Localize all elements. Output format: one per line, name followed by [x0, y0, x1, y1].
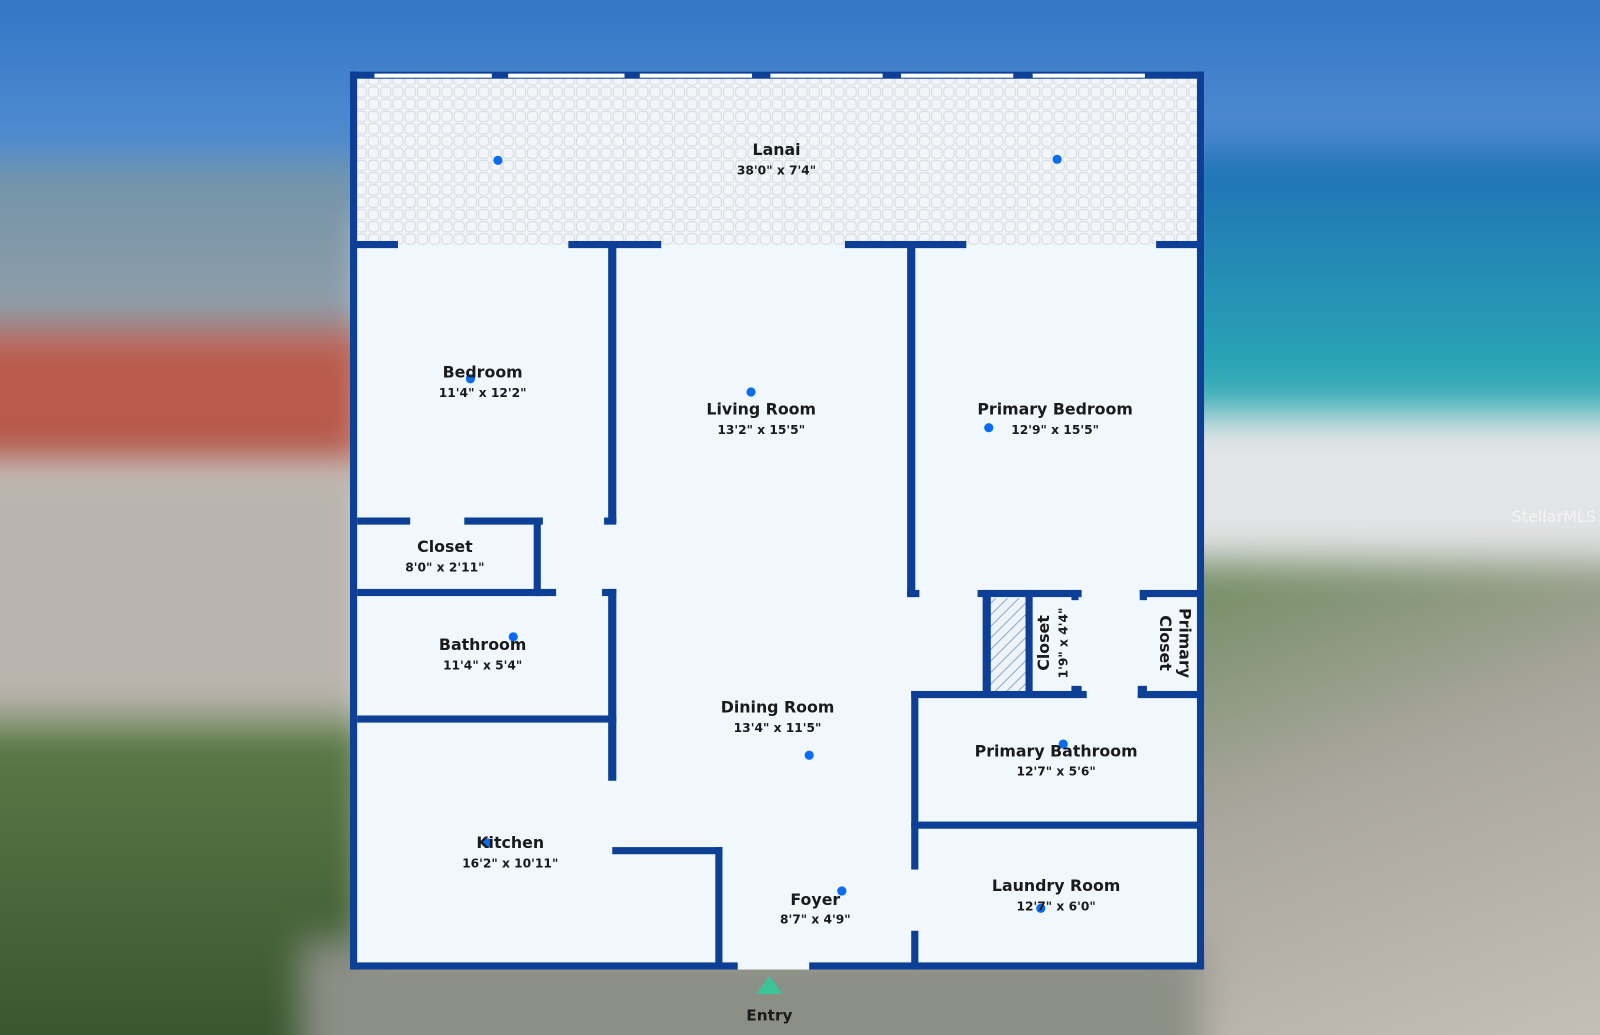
svg-text:12'7" x 6'0": 12'7" x 6'0" [1017, 899, 1096, 913]
room-label-primary-bathroom: Primary Bathroom 12'7" x 5'6" [975, 741, 1138, 778]
svg-text:Primary Bedroom: Primary Bedroom [977, 399, 1133, 418]
svg-text:1'9" x 4'4": 1'9" x 4'4" [1056, 608, 1070, 679]
room-markers [465, 154, 1068, 913]
svg-text:Closet: Closet [417, 537, 473, 556]
svg-text:12'9" x 15'5": 12'9" x 15'5" [1011, 423, 1099, 437]
room-label-closet: Closet 8'0" x 2'11" [405, 537, 484, 574]
room-label-laundry-room: Laundry Room 12'7" x 6'0" [992, 876, 1120, 913]
lanai-floor [357, 78, 1197, 246]
room-label-living-room: Living Room 13'2" x 15'5" [706, 399, 816, 436]
svg-text:Primary: Primary [1176, 608, 1195, 679]
svg-text:Closet: Closet [1156, 615, 1175, 671]
hatched-area [989, 598, 1026, 695]
room-label-dining-room: Dining Room 13'4" x 11'5" [721, 697, 835, 734]
svg-text:11'4" x 5'4": 11'4" x 5'4" [443, 659, 522, 673]
svg-text:8'7" x 4'9": 8'7" x 4'9" [780, 913, 851, 927]
room-label-bedroom: Bedroom 11'4" x 12'2" [439, 363, 527, 400]
watermark: StellarMLS [1511, 507, 1596, 526]
svg-text:Dining Room: Dining Room [721, 697, 835, 716]
svg-text:16'2" x 10'11": 16'2" x 10'11" [462, 857, 558, 871]
svg-text:Bathroom: Bathroom [439, 635, 526, 654]
svg-text:12'7" x 5'6": 12'7" x 5'6" [1017, 765, 1096, 779]
svg-text:11'4" x 12'2": 11'4" x 12'2" [439, 386, 527, 400]
windows [374, 73, 1145, 78]
svg-text:13'4" x 11'5": 13'4" x 11'5" [734, 721, 822, 735]
svg-text:13'2" x 15'5": 13'2" x 15'5" [717, 423, 805, 437]
svg-text:Primary Bathroom: Primary Bathroom [975, 741, 1138, 760]
svg-text:Kitchen: Kitchen [476, 833, 544, 852]
svg-text:8'0" x 2'11": 8'0" x 2'11" [405, 561, 484, 575]
room-label-foyer: Foyer 8'7" x 4'9" [780, 890, 851, 926]
room-label-bathroom: Bathroom 11'4" x 5'4" [439, 635, 526, 672]
svg-text:Closet: Closet [1034, 615, 1053, 671]
svg-text:Laundry Room: Laundry Room [992, 876, 1120, 895]
svg-text:38'0" x 7'4": 38'0" x 7'4" [737, 164, 816, 178]
entry-arrow-icon [756, 975, 783, 995]
room-label-primary-bedroom: Primary Bedroom 12'9" x 15'5" [977, 399, 1133, 436]
svg-text:Foyer: Foyer [790, 890, 840, 909]
svg-text:Bedroom: Bedroom [443, 363, 523, 382]
entry-label: Entry [746, 1007, 792, 1025]
room-label-kitchen: Kitchen 16'2" x 10'11" [462, 833, 558, 870]
room-label-lanai: Lanai 38'0" x 7'4" [737, 140, 816, 177]
svg-text:Lanai: Lanai [753, 140, 801, 159]
svg-text:Living Room: Living Room [706, 399, 816, 418]
